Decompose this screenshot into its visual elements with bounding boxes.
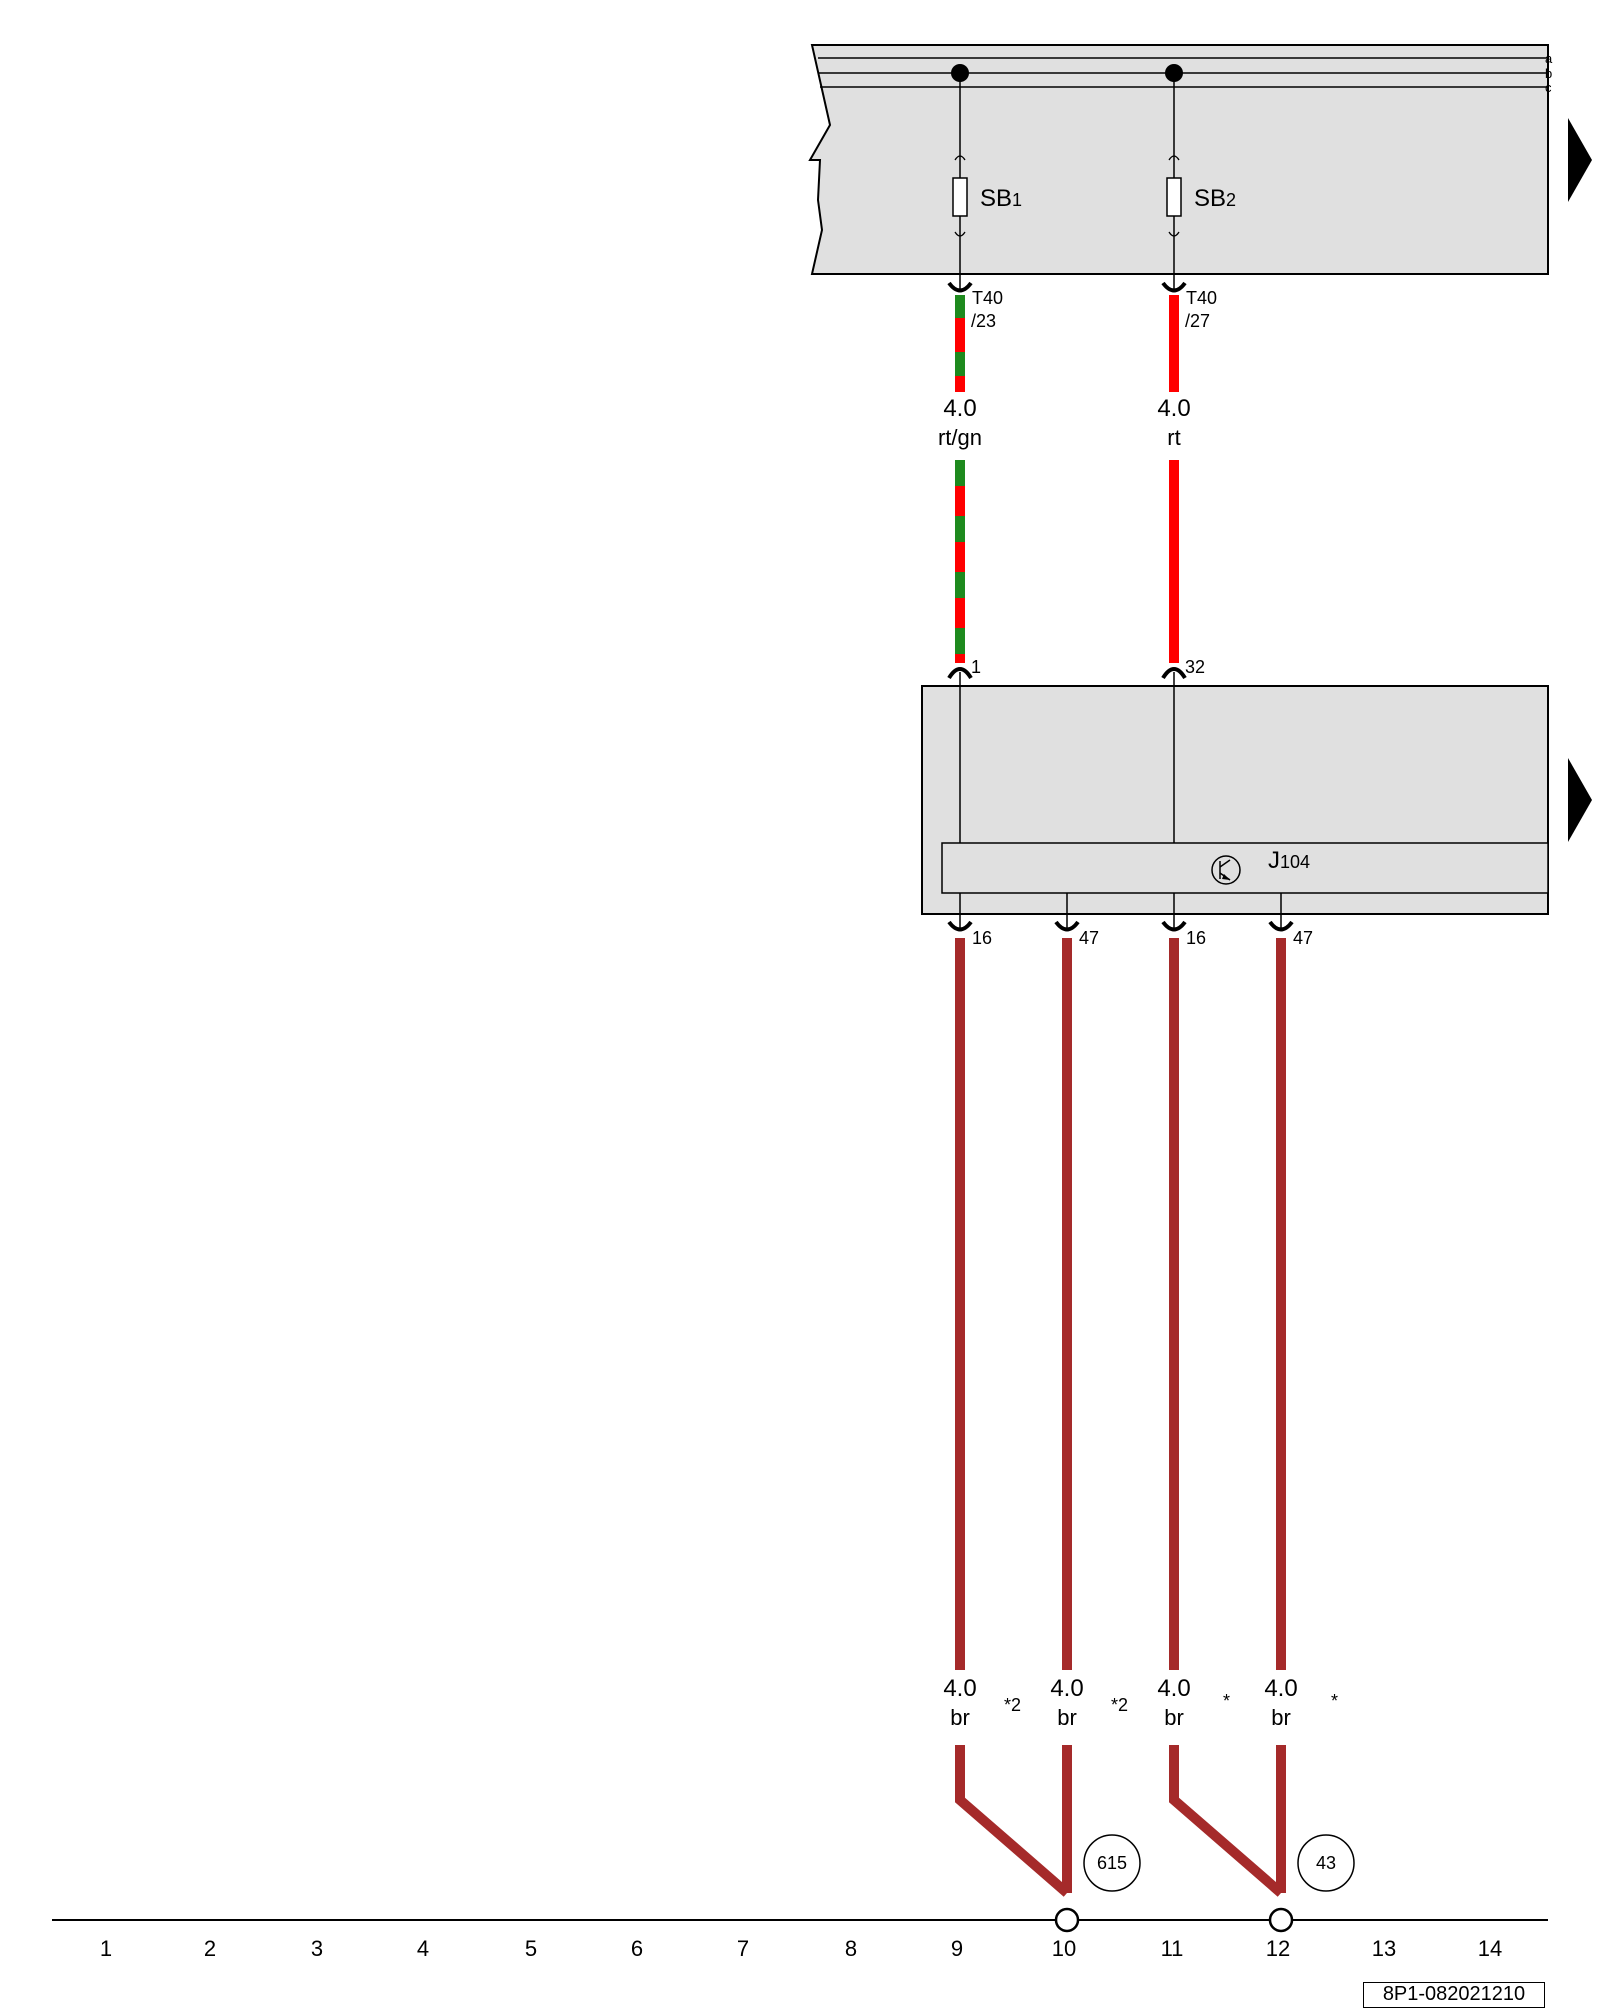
- wire-size-label: 4.0: [1157, 1675, 1190, 1702]
- ground-point-43[interactable]: 43: [1268, 1834, 1355, 1933]
- ground-point-615[interactable]: 615: [1054, 1834, 1141, 1933]
- wire-size-label: 4.0: [943, 1675, 976, 1702]
- wire-size-label: 4.0: [1050, 1675, 1083, 1702]
- ground-id-circle: [1297, 1834, 1355, 1892]
- wire-footnote: *: [1223, 1691, 1230, 1711]
- connector-pin-icon: [1161, 920, 1187, 932]
- wire-footnote: *: [1331, 1691, 1338, 1711]
- output-pin-47-b[interactable]: 47: [1268, 893, 1313, 948]
- grid-reference-row: 1 2 3 4 5 6 7 8 9 10 11 12 13 14: [100, 1936, 1502, 1961]
- wire-size-label: 4.0: [943, 395, 976, 422]
- pin-number: 47: [1293, 928, 1313, 948]
- fuse-sb2[interactable]: SB2: [1165, 64, 1236, 290]
- connector-pin-number: /23: [971, 311, 996, 331]
- ground-id-label: 615: [1097, 1853, 1127, 1873]
- grid-number: 4: [417, 1936, 429, 1961]
- output-pin-47-a[interactable]: 47: [1054, 893, 1099, 948]
- fuse-sb1[interactable]: SB1: [951, 64, 1022, 290]
- control-unit-box: [941, 842, 1549, 894]
- connector-pin-icon: [947, 920, 973, 932]
- pin-number: 16: [972, 928, 992, 948]
- bus-label-a: a: [1545, 51, 1553, 66]
- connector-pin-icon: [947, 667, 973, 680]
- wire-footnote: *2: [1004, 1695, 1021, 1715]
- connector-t40-27[interactable]: T40 /27: [1161, 281, 1217, 331]
- grid-number: 10: [1052, 1936, 1076, 1961]
- grid-number: 11: [1161, 1936, 1184, 1961]
- continuation-arrow-icon[interactable]: [1568, 118, 1592, 202]
- pin-number: 32: [1185, 657, 1205, 677]
- grid-number: 3: [311, 1936, 323, 1961]
- connector-pin-icon: [1161, 281, 1187, 293]
- grid-number: 9: [951, 1936, 963, 1961]
- wire-color-label: br: [1164, 1705, 1184, 1730]
- connector-name: T40: [972, 288, 1003, 308]
- wire-color-label: rt: [1167, 425, 1180, 450]
- pin-number: 16: [1186, 928, 1206, 948]
- ground-id-circle: [1083, 1834, 1141, 1892]
- bus-label-b: b: [1545, 66, 1552, 81]
- ground-junction-icon: [1268, 1907, 1294, 1933]
- wire-br-4[interactable]: 4.0 br *: [1264, 938, 1338, 1893]
- continuation-arrow-icon[interactable]: [1568, 758, 1592, 842]
- wire-br-2[interactable]: 4.0 br *2: [1050, 938, 1128, 1893]
- module-input-pin-32[interactable]: 32: [1161, 657, 1205, 843]
- wire-color-label: br: [1057, 1705, 1077, 1730]
- connector-pin-icon: [1268, 920, 1294, 932]
- wire-rt[interactable]: 4.0 rt: [1157, 295, 1191, 663]
- control-unit-label: J104: [1268, 847, 1310, 874]
- grid-number: 14: [1478, 1936, 1502, 1961]
- wire-color-label: rt/gn: [938, 425, 982, 450]
- fuse-holder-component: a b c SB1 SB2: [808, 44, 1553, 290]
- output-pin-16-a[interactable]: 16: [947, 893, 992, 948]
- fuse-label-sb1: SB1: [980, 185, 1022, 212]
- wire-footnote: *2: [1111, 1695, 1128, 1715]
- fuse-symbol-icon: [1166, 177, 1182, 217]
- ground-id-label: 43: [1316, 1853, 1336, 1873]
- pin-number: 1: [971, 657, 981, 677]
- wire-br-1[interactable]: 4.0 br *2: [943, 938, 1071, 1897]
- wire-br-3[interactable]: 4.0 br *: [1157, 938, 1285, 1897]
- output-pin-16-b[interactable]: 16: [1161, 893, 1206, 948]
- wire-color-label: br: [950, 1705, 970, 1730]
- bus-label-c: c: [1545, 80, 1552, 95]
- ground-junction-icon: [1054, 1907, 1080, 1933]
- grid-number: 1: [100, 1936, 112, 1961]
- grid-number: 12: [1266, 1936, 1290, 1961]
- pin-number: 47: [1079, 928, 1099, 948]
- fuse-label-sb2: SB2: [1194, 185, 1236, 212]
- grid-number: 7: [737, 1936, 749, 1961]
- transistor-icon: [1211, 855, 1241, 885]
- connector-pin-icon: [1161, 667, 1187, 680]
- connector-pin-number: /27: [1185, 311, 1210, 331]
- connector-t40-23[interactable]: T40 /23: [947, 281, 1003, 331]
- wire-rt-gn[interactable]: 4.0 rt/gn: [938, 295, 982, 663]
- connector-pin-icon: [947, 281, 973, 293]
- connector-name: T40: [1186, 288, 1217, 308]
- grid-number: 8: [845, 1936, 857, 1961]
- control-unit-j104[interactable]: J104: [941, 842, 1549, 894]
- grid-number: 6: [631, 1936, 643, 1961]
- connector-pin-icon: [1054, 920, 1080, 932]
- grid-number: 5: [525, 1936, 537, 1961]
- wire-size-label: 4.0: [1157, 395, 1190, 422]
- wire-color-label: br: [1271, 1705, 1291, 1730]
- module-input-pin-1[interactable]: 1: [947, 657, 981, 843]
- fuse-symbol-icon: [952, 177, 968, 217]
- wire-size-label: 4.0: [1264, 1675, 1297, 1702]
- grid-number: 13: [1372, 1936, 1396, 1961]
- grid-number: 2: [204, 1936, 216, 1961]
- document-id-label: 8P1-082021210: [1363, 1982, 1545, 2008]
